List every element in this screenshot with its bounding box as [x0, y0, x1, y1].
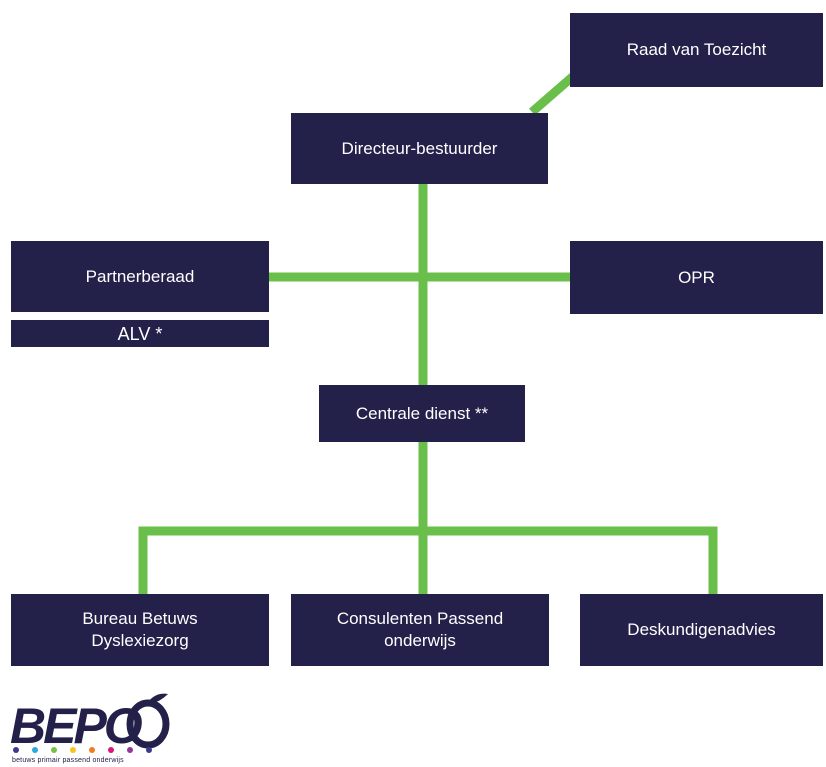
- raad-van-toezicht-box: Raad van Toezicht: [570, 13, 823, 87]
- raad-van-toezicht-label: Raad van Toezicht: [626, 40, 767, 59]
- logo-caption: betuws primair passend onderwijs: [12, 757, 124, 764]
- deskundigenadvies-label: Deskundigenadvies: [627, 620, 776, 639]
- connector-branch-bar: [138, 526, 718, 595]
- opr-label: OPR: [678, 267, 715, 287]
- bureau-label-line1: Bureau Betuws: [82, 609, 198, 628]
- partnerberaad-box: Partnerberaad: [11, 241, 269, 312]
- partnerberaad-label: Partnerberaad: [85, 266, 195, 286]
- opr-box: OPR: [570, 241, 823, 314]
- bepo-logo-text: BEPO: [10, 698, 143, 754]
- deskundigenadvies-box: Deskundigenadvies: [580, 594, 823, 666]
- consulenten-passend-onderwijs-box: Consulenten Passend onderwijs: [291, 594, 549, 666]
- bepo-logo: BEPO: [10, 693, 170, 754]
- alv-label: ALV *: [117, 323, 163, 344]
- apple-leaf-icon: [148, 693, 168, 704]
- consulenten-label-line1: Consulenten Passend: [336, 609, 504, 628]
- bureau-betuws-dyslexiezorg-box: Bureau Betuws Dyslexiezorg: [11, 594, 269, 666]
- directeur-bestuurder-label: Directeur-bestuurder: [341, 138, 498, 158]
- bureau-label-line2: Dyslexiezorg: [91, 631, 189, 650]
- alv-box: ALV *: [11, 320, 269, 347]
- logo-dots: [13, 747, 152, 753]
- directeur-bestuurder-box: Directeur-bestuurder: [291, 113, 548, 184]
- apple-o-icon: [126, 699, 170, 749]
- consulenten-label-line2: onderwijs: [384, 631, 456, 650]
- centrale-dienst-box: Centrale dienst **: [319, 385, 525, 442]
- centrale-dienst-label: Centrale dienst **: [355, 403, 489, 423]
